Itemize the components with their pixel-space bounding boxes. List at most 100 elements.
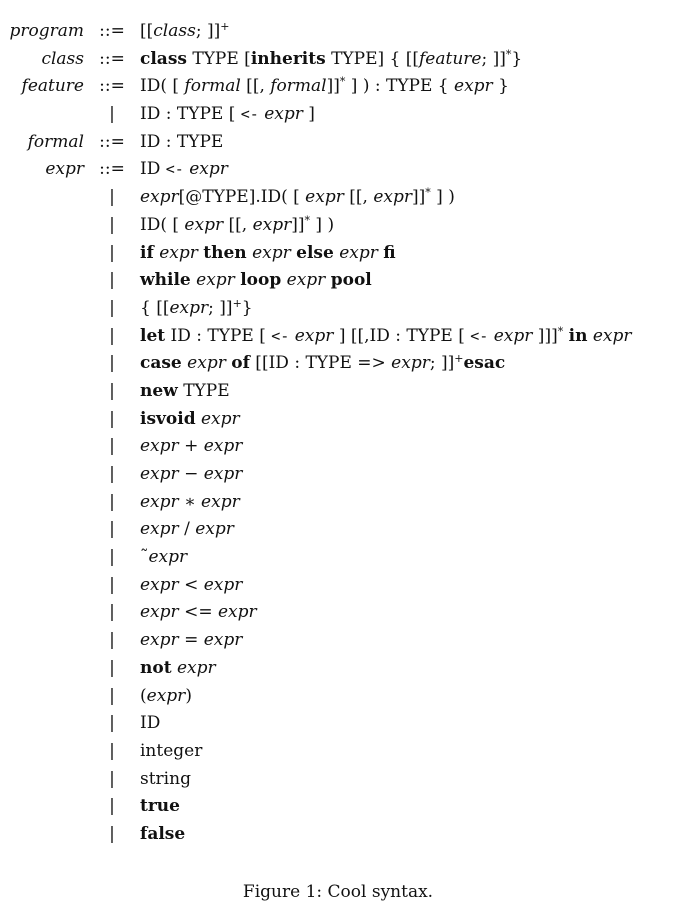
terminal: TYPE [	[186, 48, 251, 69]
terminal: +	[178, 436, 204, 457]
nonterminal: expr	[339, 242, 378, 263]
terminal: ID	[140, 159, 166, 180]
rule-rhs: expr / expr	[140, 516, 234, 544]
nonterminal: expr	[203, 574, 243, 595]
terminal: { [[	[140, 297, 170, 318]
keyword: then	[203, 242, 247, 263]
rule-rhs: not expr	[140, 655, 216, 683]
terminal: ; ]]	[481, 48, 506, 69]
terminal: +	[454, 352, 464, 366]
terminal: <	[178, 574, 204, 595]
nonterminal: feature	[419, 48, 482, 69]
terminal: ID : TYPE [	[140, 104, 241, 125]
rule-rhs: [[class; ]]+	[140, 18, 229, 46]
grammar-rule: | expr / expr	[0, 516, 676, 544]
terminal: [@TYPE].ID( [	[178, 187, 306, 208]
rule-rhs: ID( [ expr [[, expr]]* ] )	[140, 212, 334, 240]
grammar-rule: program::=[[class; ]]+	[0, 18, 676, 46]
rule-rhs: case expr of [[ID : TYPE => expr; ]]+esa…	[140, 350, 505, 378]
terminal: ] [[,ID : TYPE [	[333, 325, 471, 346]
grammar-rule: |integer	[0, 738, 676, 766]
rule-operator: |	[109, 242, 115, 263]
nonterminal: expr	[169, 297, 209, 318]
terminal: TYPE] { [[	[325, 48, 420, 69]
nonterminal: expr	[184, 214, 224, 235]
rule-rhs: expr <= expr	[140, 599, 257, 627]
grammar-rule: expr::=ID <- expr	[0, 156, 676, 184]
keyword: else	[296, 242, 334, 263]
grammar-rule: | ID : TYPE [ <- expr ]	[0, 101, 676, 129]
rule-rhs: ID : TYPE [ <- expr ]	[140, 101, 315, 129]
rule-operator: |	[109, 408, 115, 429]
keyword: case	[140, 353, 182, 374]
nonterminal: expr	[252, 242, 291, 263]
terminal: ID	[140, 713, 161, 734]
grammar-rule: |expr < expr	[0, 572, 676, 600]
terminal: *	[505, 47, 512, 61]
rule-operator: |	[109, 685, 115, 706]
terminal: *	[557, 324, 564, 338]
nonterminal: expr	[203, 436, 243, 457]
grammar-rule: |expr − expr	[0, 461, 676, 489]
nonterminal: expr	[140, 187, 179, 208]
terminal: ] )	[430, 187, 455, 208]
nonterminal: expr	[592, 325, 632, 346]
terminal: }	[492, 76, 509, 97]
keyword: if	[140, 242, 154, 263]
keyword: while	[140, 270, 191, 291]
nonterminal: expr	[391, 353, 430, 374]
terminal: ] )	[310, 214, 335, 235]
terminal: [[,	[343, 187, 374, 208]
nonterminal: class	[153, 21, 196, 41]
grammar-rule: | (expr)	[0, 683, 676, 711]
keyword: false	[140, 823, 186, 844]
rule-rhs: new TYPE	[140, 378, 230, 406]
grammar-rule: |ID	[0, 710, 676, 738]
grammar-rule: |˜expr	[0, 544, 676, 572]
terminal: }	[511, 48, 523, 69]
rule-rhs: { [[expr; ]]+}	[140, 295, 253, 323]
terminal: [[,	[240, 76, 271, 97]
keyword: loop	[240, 270, 282, 291]
nonterminal: expr	[140, 519, 179, 540]
nonterminal: expr	[493, 325, 533, 346]
terminal: /	[178, 519, 196, 540]
nonterminal: expr	[201, 408, 240, 429]
nonterminal: expr	[454, 76, 493, 97]
terminal: )	[185, 685, 192, 706]
terminal: string	[140, 768, 191, 789]
keyword: fi	[383, 242, 396, 263]
nonterminal: expr	[373, 187, 412, 208]
rule-operator: |	[109, 104, 115, 125]
terminal: ]	[302, 104, 315, 125]
rule-operator: |	[109, 464, 115, 484]
grammar-rule: |expr = expr	[0, 627, 676, 655]
terminal: [[ID : TYPE =>	[249, 353, 392, 374]
terminal: }	[241, 297, 253, 318]
grammar-rule: |false	[0, 821, 676, 849]
rule-rhs: (expr)	[140, 683, 192, 711]
keyword: new	[140, 380, 178, 401]
grammar-rule: feature::=ID( [ formal [[, formal]]* ] )…	[0, 73, 676, 101]
terminal: ID : TYPE [	[165, 325, 272, 346]
terminal: +	[220, 20, 230, 33]
terminal: *	[304, 213, 311, 227]
keyword: in	[568, 325, 588, 346]
terminal: <-	[240, 105, 259, 124]
keyword: true	[140, 796, 180, 817]
keyword: of	[231, 353, 250, 374]
nonterminal: expr	[217, 602, 257, 623]
rule-operator: |	[109, 519, 115, 540]
rule-lhs: class	[41, 48, 84, 69]
rule-operator: ::=	[99, 48, 125, 69]
rule-rhs: expr ∗ expr	[140, 489, 240, 517]
rule-operator: |	[109, 187, 115, 208]
grammar-rule: |isvoid expr	[0, 406, 676, 434]
grammar-rule: |ID( [ expr [[, expr]]* ] )	[0, 212, 676, 240]
terminal: TYPE	[177, 380, 230, 401]
nonterminal: expr	[187, 353, 226, 374]
terminal: +	[232, 296, 242, 310]
rule-operator: |	[109, 630, 115, 651]
nonterminal: expr	[286, 270, 326, 291]
nonterminal: expr	[140, 436, 179, 457]
